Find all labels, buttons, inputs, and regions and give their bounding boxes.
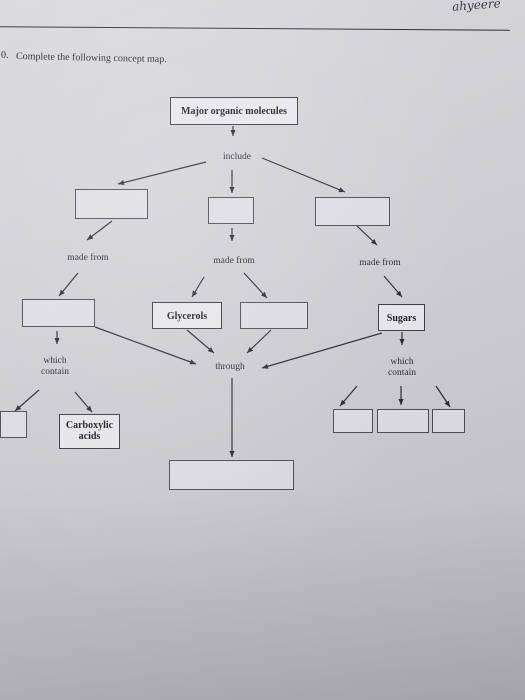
arrowhead xyxy=(399,339,405,345)
question-number: 0. xyxy=(1,50,9,61)
arrowhead xyxy=(87,234,94,240)
carboxylic-acids-box: Carboxylic acids xyxy=(59,414,120,449)
made-from-left-label: made from xyxy=(67,253,109,263)
arrowhead xyxy=(444,400,450,407)
blank-box-right-component-3[interactable] xyxy=(432,409,465,433)
blank-box-right-component-1[interactable] xyxy=(333,409,373,433)
arrowhead xyxy=(229,187,235,193)
connector-line xyxy=(117,161,207,185)
blank-box-center-subunit[interactable] xyxy=(240,302,308,329)
made-from-center-label: made from xyxy=(213,256,255,266)
root-node-label: Major organic molecules xyxy=(181,106,287,117)
which-contain-right-label: which contain xyxy=(388,357,416,378)
blank-box-left-category[interactable] xyxy=(75,189,148,219)
arrowhead xyxy=(86,405,92,412)
through-label: through xyxy=(215,362,245,372)
arrowhead xyxy=(192,290,198,297)
blank-box-left-subunit[interactable] xyxy=(22,299,95,327)
arrowhead xyxy=(189,359,196,365)
arrowhead xyxy=(370,238,377,245)
arrowhead xyxy=(261,291,267,298)
arrowhead xyxy=(229,235,235,241)
made-from-right-label: made from xyxy=(359,258,401,268)
sugars-box: Sugars xyxy=(378,304,425,331)
connector-line xyxy=(261,157,346,193)
connector-line xyxy=(94,326,197,365)
blank-box-middle-category[interactable] xyxy=(208,197,254,224)
glycerols-box: Glycerols xyxy=(152,302,222,329)
carboxylic-acids-label: Carboxylic acids xyxy=(65,420,114,442)
arrowhead xyxy=(118,180,125,186)
root-node-box: Major organic molecules xyxy=(170,97,298,125)
blank-box-right-category[interactable] xyxy=(315,197,390,226)
include-label: include xyxy=(223,152,251,162)
arrowhead xyxy=(247,346,254,353)
arrowhead xyxy=(398,399,404,405)
arrowhead xyxy=(54,338,60,344)
sugars-label: Sugars xyxy=(386,313,417,324)
arrowhead xyxy=(59,289,65,296)
arrowhead xyxy=(338,187,345,193)
arrowhead xyxy=(230,130,236,136)
arrowhead xyxy=(15,405,22,411)
arrowhead xyxy=(396,290,402,297)
blank-box-bottom-bond[interactable] xyxy=(169,460,294,490)
blank-box-right-component-2[interactable] xyxy=(377,409,429,433)
arrowhead xyxy=(207,347,214,353)
blank-box-left-component[interactable] xyxy=(0,411,27,438)
arrowhead xyxy=(262,363,269,369)
glycerols-label: Glycerols xyxy=(166,311,208,322)
arrowhead xyxy=(340,399,346,406)
arrowhead xyxy=(229,451,235,457)
which-contain-left-label: which contain xyxy=(41,356,69,377)
connector-line xyxy=(261,332,383,369)
